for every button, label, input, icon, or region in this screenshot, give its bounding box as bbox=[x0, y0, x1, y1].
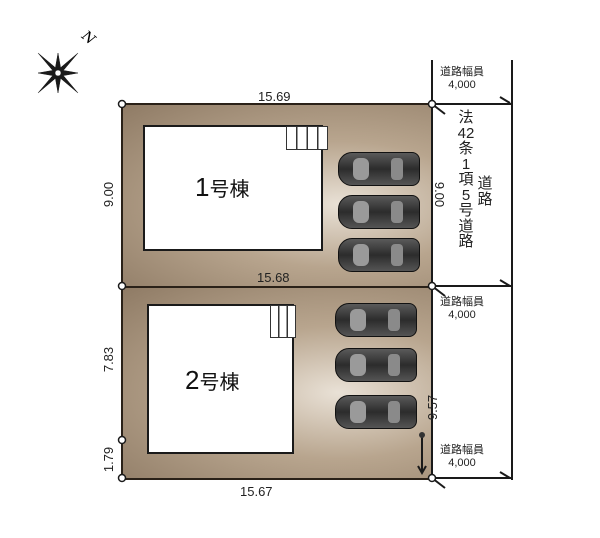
dimension-middle: 15.68 bbox=[257, 270, 290, 285]
dimension-lot2-left-small: 1.79 bbox=[101, 446, 117, 473]
building-2-label: 2号棟 bbox=[185, 365, 240, 395]
parking-car bbox=[338, 152, 420, 186]
dimension-lot2-left: 7.83 bbox=[101, 346, 117, 373]
dimension-top: 15.69 bbox=[258, 89, 291, 104]
dimension-road-lot2: 9.57 bbox=[425, 394, 441, 421]
parking-car bbox=[335, 395, 417, 429]
stairs-2 bbox=[270, 305, 296, 338]
compass-icon bbox=[37, 52, 79, 94]
parking-car bbox=[335, 348, 417, 382]
parking-car bbox=[338, 238, 420, 272]
dimension-bottom: 15.67 bbox=[240, 484, 273, 499]
parking-car bbox=[338, 195, 420, 229]
parking-car bbox=[335, 303, 417, 337]
dimension-lot1-left: 9.00 bbox=[101, 181, 117, 208]
building-1-label: 1号棟 bbox=[195, 172, 250, 202]
building-2 bbox=[147, 304, 294, 454]
dimension-road-lot1: 9.00 bbox=[432, 181, 448, 208]
road-side-label: 道路 bbox=[477, 175, 493, 208]
stairs-1 bbox=[286, 126, 328, 150]
